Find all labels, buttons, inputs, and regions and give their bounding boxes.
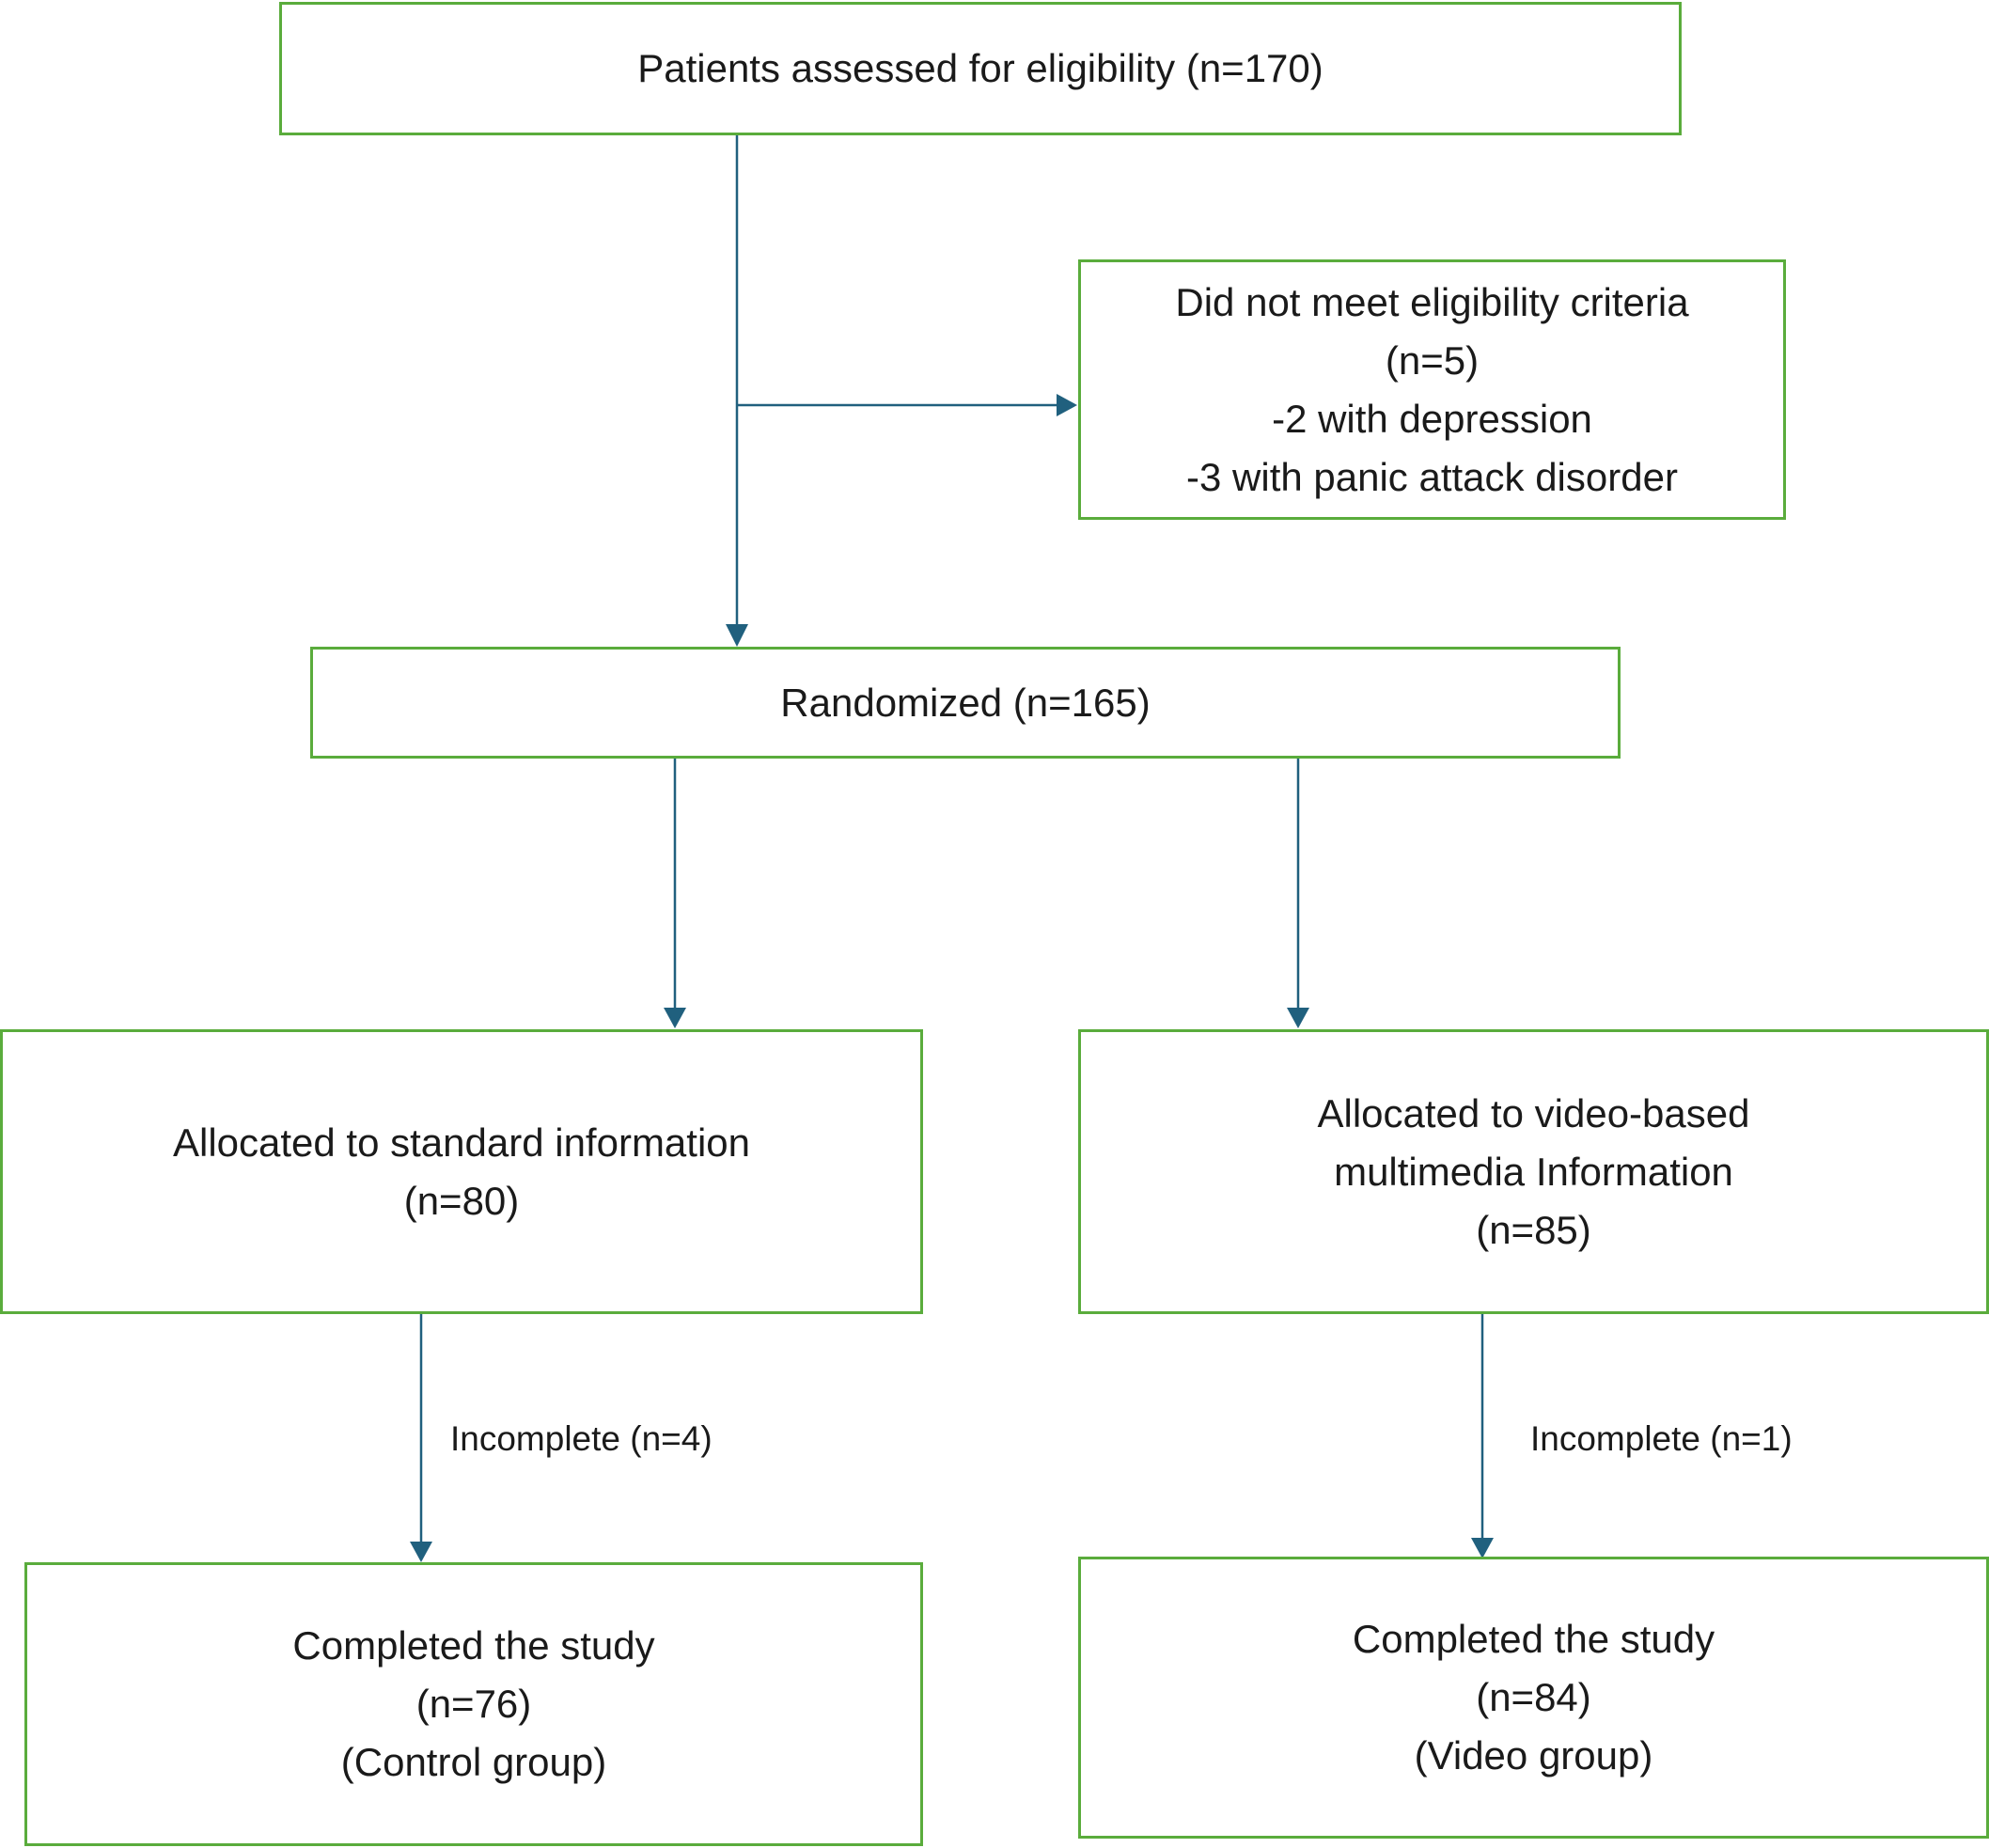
randomized-text: Randomized (n=165) [780,680,1151,725]
allocated-standard-count: (n=80) [403,1178,520,1223]
arrowhead-excluded [1057,394,1077,416]
arrowhead-completed-video [1471,1538,1494,1558]
completed-control-count: (n=76) [415,1682,532,1726]
excluded-title: Did not meet eligibility criteria [1175,279,1689,324]
arrowhead-video [1287,1008,1309,1028]
assessed-text: Patients assessed for eligibility (n=170… [637,46,1323,90]
excluded-depression: -2 with depression [1272,396,1592,441]
excluded-count: (n=5) [1385,337,1480,383]
completed-video-title: Completed the study [1352,1617,1715,1661]
assessed-box: Patients assessed for eligibility (n=170… [279,2,1682,135]
completed-control-group: (Control group) [340,1740,607,1784]
randomized-box: Randomized (n=165) [310,647,1621,759]
allocated-video-title-line1: Allocated to video-based [1317,1090,1750,1135]
allocated-video-count: (n=85) [1476,1207,1591,1252]
arrowhead-completed-control [410,1542,432,1562]
incomplete-control-label: Incomplete (n=4) [450,1419,713,1458]
completed-control-box: Completed the study (n=76) (Control grou… [24,1562,923,1846]
allocated-video-box: Allocated to video-based multimedia Info… [1078,1029,1989,1314]
incomplete-video-label: Incomplete (n=1) [1530,1419,1793,1458]
completed-video-count: (n=84) [1476,1675,1591,1719]
excluded-panic: -3 with panic attack disorder [1186,454,1678,499]
allocated-video-title-line2: multimedia Information [1334,1149,1733,1194]
arrowhead-randomized [726,624,748,647]
completed-video-group: (Video group) [1414,1733,1653,1778]
allocated-standard-box: Allocated to standard information (n=80) [0,1029,923,1314]
completed-control-title: Completed the study [292,1623,655,1668]
completed-video-box: Completed the study (n=84) (Video group) [1078,1557,1989,1839]
allocated-standard-title: Allocated to standard information [172,1120,751,1165]
arrowhead-standard [664,1008,686,1028]
excluded-box: Did not meet eligibility criteria (n=5) … [1078,259,1786,520]
